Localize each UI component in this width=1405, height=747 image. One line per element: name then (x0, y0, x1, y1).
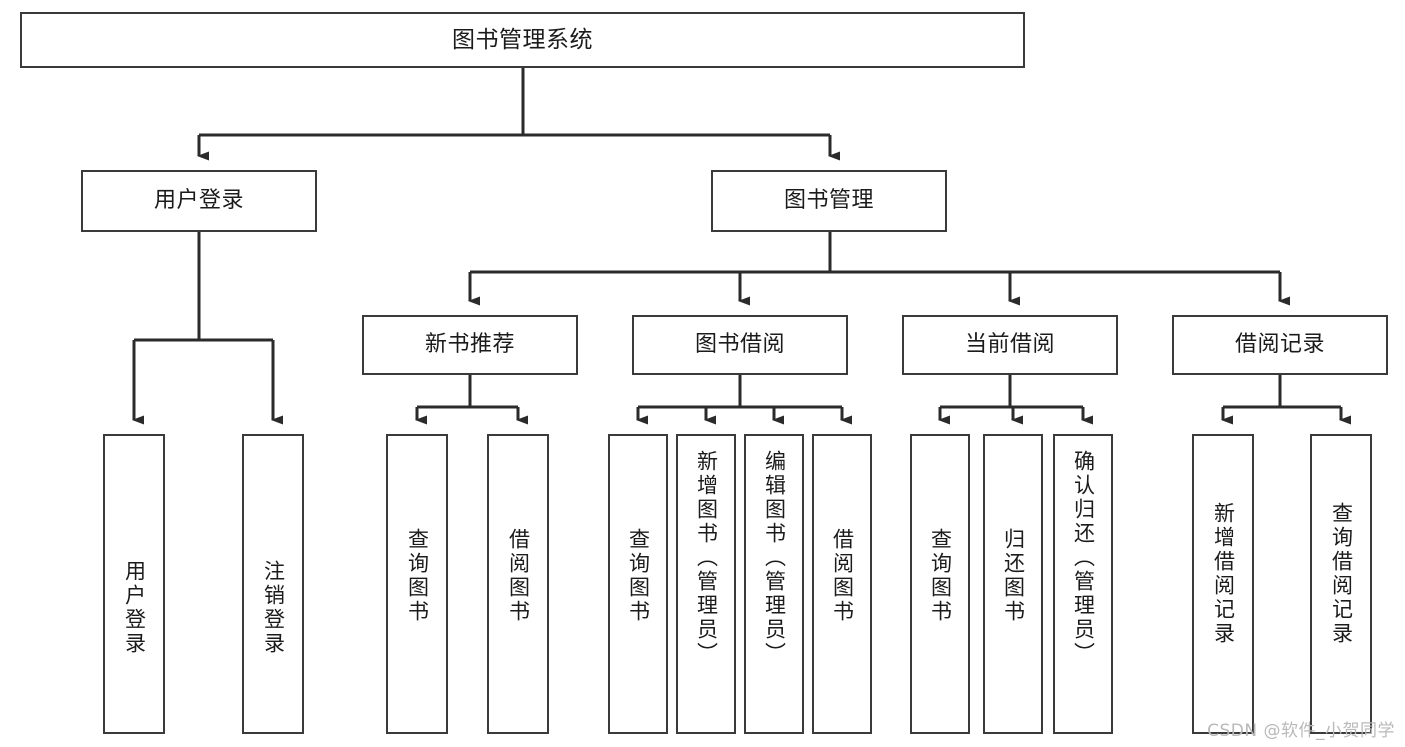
node-label: 图书借阅 (694, 331, 785, 357)
leaf-edit-book-admin[interactable]: 编辑图书（管理员） (744, 434, 804, 734)
csdn-watermark: CSDN @软件_小贺同学 (1207, 721, 1395, 741)
leaf-logout-login[interactable]: 注销登录 (242, 434, 304, 734)
leaf-borrow-book-recommend[interactable]: 借阅图书 (487, 434, 549, 734)
node-label: 查询图书 (405, 528, 430, 624)
node-label: 用户登录 (122, 560, 147, 656)
leaf-add-borrow-record[interactable]: 新增借阅记录 (1192, 434, 1254, 734)
node-label: 新增图书（管理员） (694, 450, 719, 666)
node-label: 图书管理 (783, 187, 874, 213)
leaf-confirm-return-admin[interactable]: 确认归还（管理员） (1053, 434, 1113, 734)
node-label: 用户登录 (153, 187, 244, 213)
node-book-management[interactable]: 图书管理 (711, 170, 947, 232)
node-user-login[interactable]: 用户登录 (81, 170, 317, 232)
node-label: 编辑图书（管理员） (762, 450, 787, 666)
leaf-borrow-book[interactable]: 借阅图书 (812, 434, 872, 734)
leaf-query-book-borrow[interactable]: 查询图书 (608, 434, 668, 734)
leaf-query-book-recommend[interactable]: 查询图书 (386, 434, 448, 734)
node-current-borrow[interactable]: 当前借阅 (902, 315, 1118, 375)
leaf-user-login[interactable]: 用户登录 (103, 434, 165, 734)
node-label: 借阅记录 (1234, 331, 1325, 357)
node-new-book-recommend[interactable]: 新书推荐 (362, 315, 578, 375)
node-label: 查询借阅记录 (1329, 502, 1354, 646)
node-label: 注销登录 (261, 560, 286, 656)
leaf-query-book-current[interactable]: 查询图书 (910, 434, 970, 734)
node-label: 查询图书 (928, 528, 953, 624)
leaf-add-book-admin[interactable]: 新增图书（管理员） (676, 434, 736, 734)
node-label: 当前借阅 (964, 331, 1055, 357)
node-label: 归还图书 (1001, 528, 1026, 624)
node-borrow-record[interactable]: 借阅记录 (1172, 315, 1388, 375)
node-label: 新书推荐 (424, 331, 515, 357)
leaf-query-borrow-record[interactable]: 查询借阅记录 (1310, 434, 1372, 734)
node-book-borrow[interactable]: 图书借阅 (632, 315, 848, 375)
node-label: 确认归还（管理员） (1071, 450, 1096, 666)
node-label: 借阅图书 (830, 528, 855, 624)
leaf-return-book[interactable]: 归还图书 (983, 434, 1043, 734)
node-label: 查询图书 (626, 528, 651, 624)
node-book-management-system[interactable]: 图书管理系统 (20, 12, 1025, 68)
node-label: 借阅图书 (506, 528, 531, 624)
node-label: 图书管理系统 (452, 26, 593, 53)
node-label: 新增借阅记录 (1211, 502, 1236, 646)
